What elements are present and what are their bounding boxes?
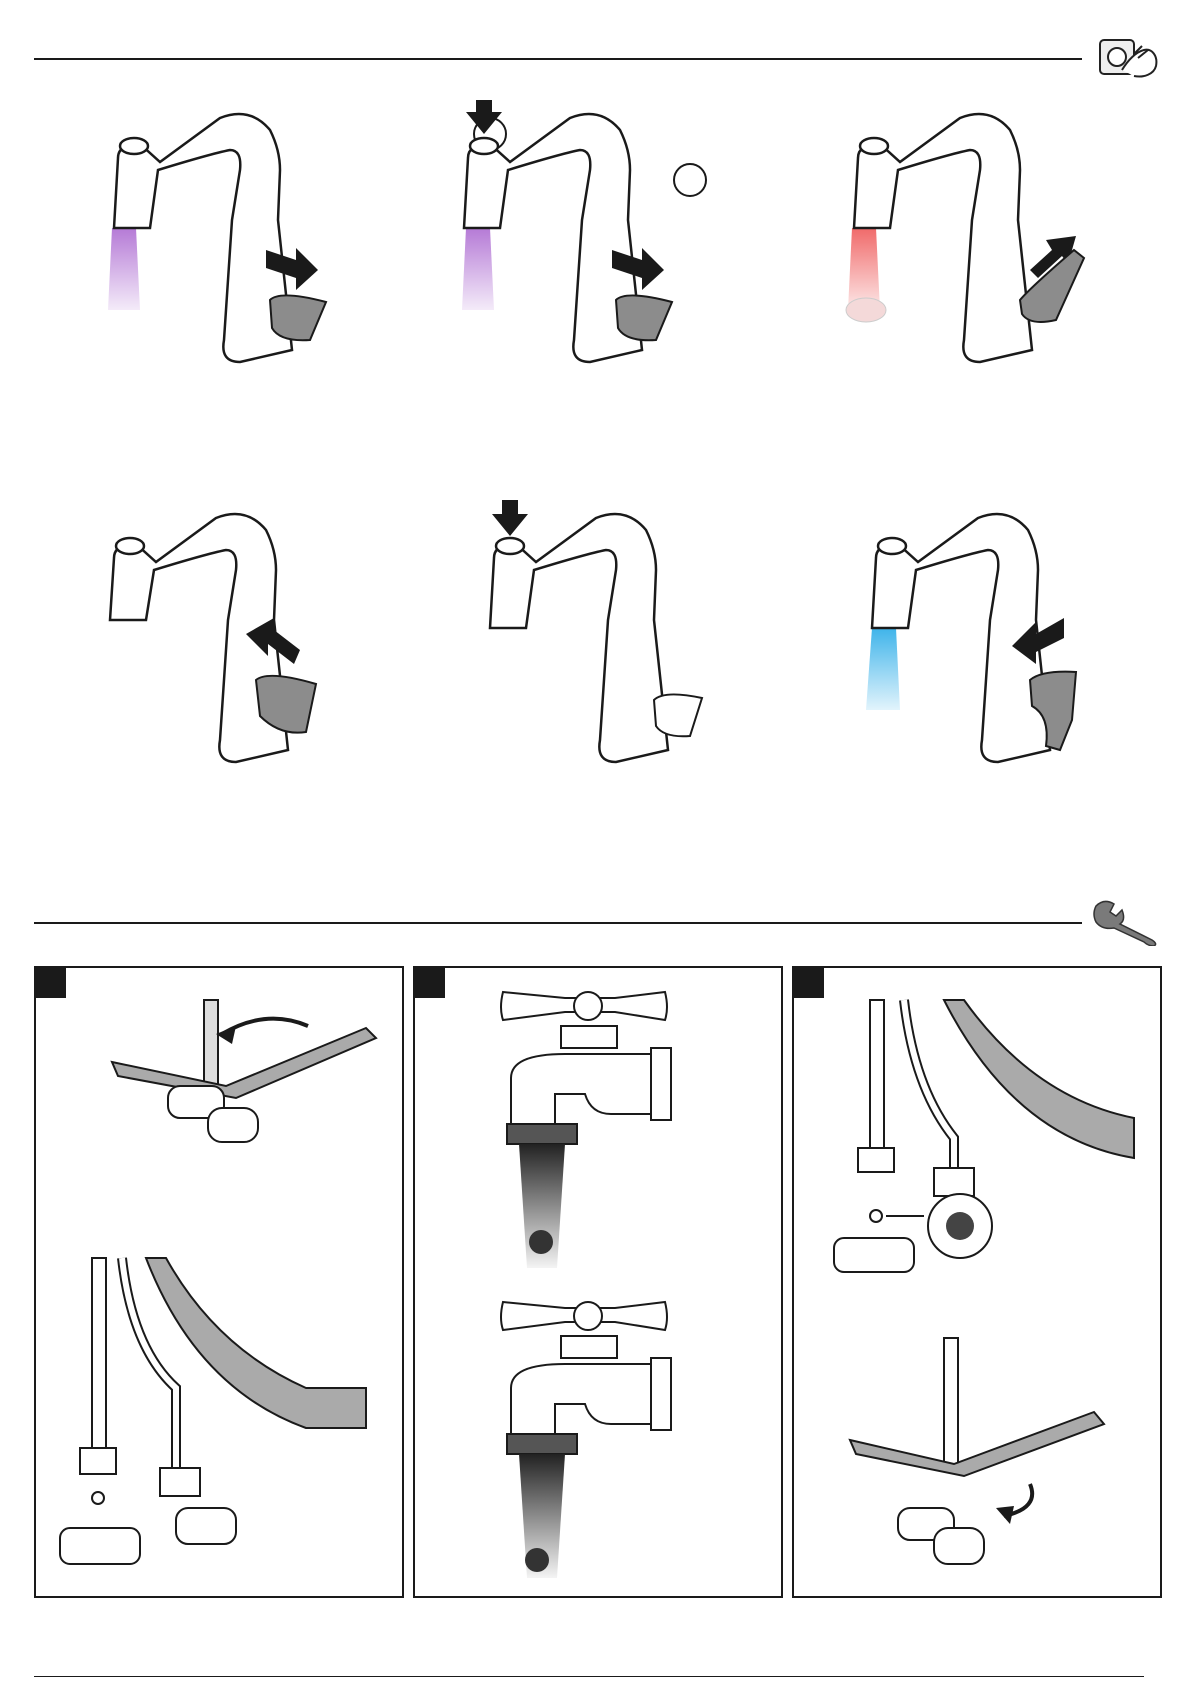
usage-figure-4 <box>100 510 340 770</box>
aerator-icon <box>525 1548 549 1572</box>
aerator-icon <box>529 1230 553 1254</box>
press-arrow-icon <box>492 500 528 536</box>
spanner <box>112 1028 376 1098</box>
lever-handle <box>654 694 702 736</box>
spanner <box>850 1412 1104 1476</box>
lever-handle <box>616 295 672 340</box>
lever-handle <box>270 295 326 340</box>
usage-figure-6 <box>860 510 1100 770</box>
section-rule-service <box>34 922 1082 924</box>
service-panel-3 <box>792 966 1162 1598</box>
water-stream-blue <box>866 628 900 710</box>
section-rule-usage <box>34 58 1082 60</box>
usage-figure-3 <box>840 110 1100 370</box>
usage-figure-5 <box>480 500 720 770</box>
usage-figure-2 <box>460 100 720 370</box>
wrench-icon <box>1090 896 1162 946</box>
step-circle-b <box>674 164 706 196</box>
water-stream-purple <box>108 228 140 310</box>
footer-rule <box>34 1676 1144 1677</box>
usage-figure-1 <box>100 110 340 370</box>
water-stream-purple <box>462 228 494 310</box>
service-panel-2 <box>413 966 783 1598</box>
rotation-arrow-icon <box>996 1506 1014 1524</box>
service-panel-1 <box>34 966 404 1598</box>
hand-operating-tap-icon <box>1094 30 1162 82</box>
